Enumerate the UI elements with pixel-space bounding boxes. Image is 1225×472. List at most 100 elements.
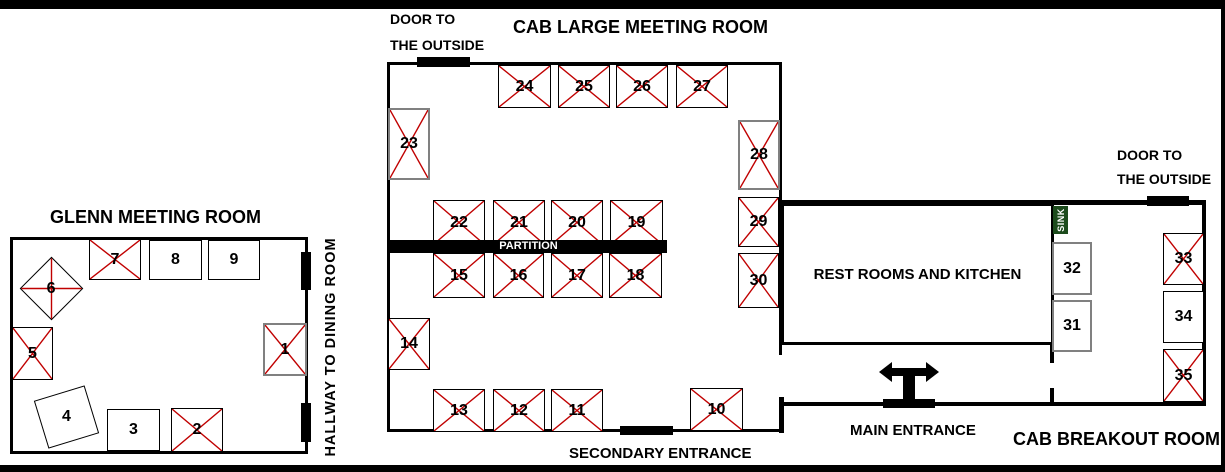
crossed-out-mark xyxy=(1164,234,1203,284)
table-12: 12 xyxy=(493,389,545,432)
table-11: 11 xyxy=(551,389,603,432)
table-28: 28 xyxy=(738,120,780,190)
table-number: 4 xyxy=(62,408,71,425)
crossed-out-mark xyxy=(494,201,544,244)
secondary-entrance-door xyxy=(620,426,673,435)
crossed-out-mark xyxy=(434,201,484,244)
table-number: 5 xyxy=(28,344,37,362)
table-15: 15 xyxy=(433,253,485,298)
breakout-top-wall xyxy=(1054,200,1206,205)
direction-arrow-icon xyxy=(879,362,939,399)
table-number: 27 xyxy=(693,77,711,95)
large-room-corridor-opening xyxy=(778,355,786,397)
door-label-line2: THE OUTSIDE xyxy=(1117,171,1212,187)
frame-top xyxy=(0,0,1225,9)
table-7: 7 xyxy=(89,239,141,280)
table-29: 29 xyxy=(738,197,779,247)
restrooms-kitchen-label: REST ROOMS AND KITCHEN xyxy=(813,265,1022,283)
table-number: 20 xyxy=(568,213,586,231)
corridor-bottom-wall xyxy=(782,402,1206,406)
crossed-out-mark xyxy=(389,319,429,369)
table-16: 16 xyxy=(493,253,544,298)
table-31: 31 xyxy=(1052,300,1092,352)
crossed-out-mark xyxy=(739,254,778,307)
frame-bottom xyxy=(0,465,1225,472)
table-32: 32 xyxy=(1052,242,1092,295)
breakout-right-wall xyxy=(1202,200,1206,406)
main-entrance-door xyxy=(883,399,935,408)
table-17: 17 xyxy=(551,253,603,298)
crossed-out-mark xyxy=(740,122,778,188)
table-number: 18 xyxy=(626,266,645,284)
crossed-out-mark xyxy=(739,198,778,246)
table-number: 34 xyxy=(1174,308,1193,325)
main-entrance-label: MAIN ENTRANCE xyxy=(850,422,976,439)
breakout-outside-door xyxy=(1147,196,1189,206)
table-1: 1 xyxy=(263,323,307,376)
table-19: 19 xyxy=(610,200,663,245)
crossed-out-mark xyxy=(90,240,140,279)
table-number: 29 xyxy=(749,213,768,230)
table-number: 9 xyxy=(229,251,239,268)
crossed-out-mark xyxy=(617,66,667,107)
crossed-out-mark xyxy=(494,254,543,297)
table-30: 30 xyxy=(738,253,779,308)
door-label-line1: DOOR TO xyxy=(390,11,456,27)
table-14: 14 xyxy=(388,318,430,370)
table-number: 13 xyxy=(450,401,468,419)
table-number: 2 xyxy=(192,421,202,438)
table-number: 26 xyxy=(633,77,651,95)
partition-bar: PARTITION xyxy=(390,240,667,253)
table-6: 6 xyxy=(19,256,84,321)
table-26: 26 xyxy=(616,65,668,108)
crossed-out-mark xyxy=(1164,350,1203,401)
table-number: 11 xyxy=(568,401,586,419)
table-23: 23 xyxy=(388,108,430,180)
crossed-out-mark xyxy=(13,328,52,379)
crossed-out-mark xyxy=(390,110,428,178)
crossed-out-mark xyxy=(552,390,602,431)
table-35: 35 xyxy=(1163,349,1204,402)
table-8: 8 xyxy=(149,240,202,280)
hallway-to-dining-room-label: HALLWAY TO DINING ROOM xyxy=(323,237,339,457)
table-18: 18 xyxy=(609,253,662,298)
table-number: 6 xyxy=(47,279,56,297)
table-3: 3 xyxy=(107,409,160,451)
table-number: 21 xyxy=(510,213,528,231)
crossed-out-mark xyxy=(172,409,222,451)
table-number: 28 xyxy=(750,146,768,163)
breakout-left-wall-lower xyxy=(1050,388,1054,406)
large-room-corner-wall xyxy=(779,397,784,433)
table-number: 32 xyxy=(1063,259,1081,277)
table-number: 12 xyxy=(510,401,528,419)
crossed-out-mark xyxy=(434,254,484,297)
sink-marker: SINK xyxy=(1053,206,1068,234)
restrooms-kitchen-block: REST ROOMS AND KITCHEN xyxy=(781,200,1054,345)
crossed-out-mark xyxy=(21,258,82,319)
table-22: 22 xyxy=(433,200,485,245)
table-number: 31 xyxy=(1063,317,1081,334)
breakout-room-title: CAB BREAKOUT ROOM xyxy=(1013,429,1220,449)
table-2: 2 xyxy=(171,408,223,452)
door-label-line1: DOOR TO xyxy=(1117,147,1183,163)
table-number: 10 xyxy=(707,400,726,418)
table-number: 7 xyxy=(110,250,120,268)
table-5: 5 xyxy=(12,327,53,380)
table-number: 3 xyxy=(129,421,138,438)
table-number: 22 xyxy=(450,213,468,231)
crossed-out-mark xyxy=(499,66,550,107)
table-number: 14 xyxy=(400,335,418,352)
table-number: 1 xyxy=(280,340,290,358)
table-25: 25 xyxy=(558,65,610,108)
table-number: 33 xyxy=(1174,250,1193,267)
table-24: 24 xyxy=(498,65,551,108)
frame-right xyxy=(1221,0,1225,472)
table-33: 33 xyxy=(1163,233,1204,285)
table-number: 17 xyxy=(568,266,586,284)
large-room-title: CAB LARGE MEETING ROOM xyxy=(513,17,768,37)
crossed-out-mark xyxy=(552,254,602,297)
crossed-out-mark xyxy=(265,325,305,374)
table-27: 27 xyxy=(676,65,728,108)
crossed-out-mark xyxy=(559,66,609,107)
